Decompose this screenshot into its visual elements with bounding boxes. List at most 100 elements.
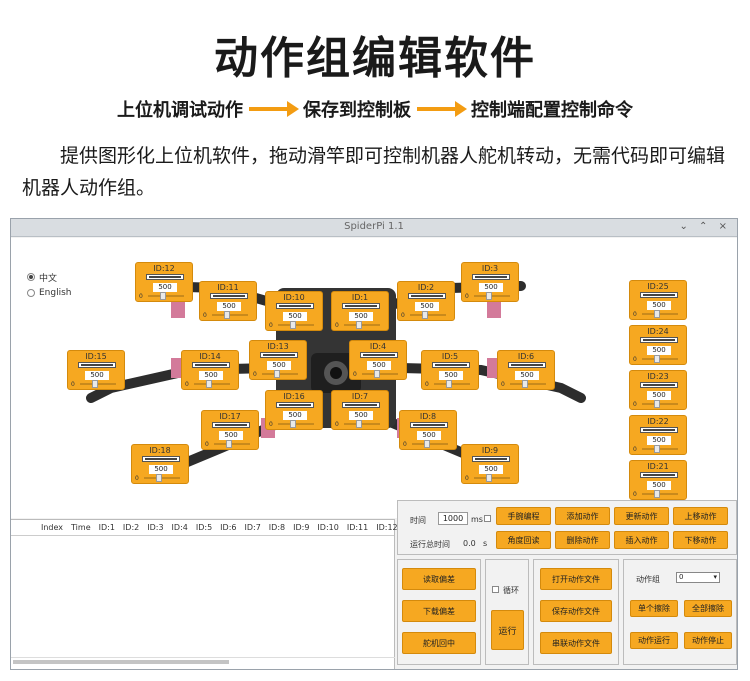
servo-slider-handle[interactable] [422,311,428,319]
servo-slider-track[interactable] [642,313,678,315]
scrollbar-thumb[interactable] [13,660,229,664]
servo-slider-handle[interactable] [522,380,528,388]
servo-slider-track[interactable] [214,443,250,445]
servo-slider-handle[interactable] [356,321,362,329]
servo-value-input[interactable]: 500 [219,431,243,440]
chain-action-file-button[interactable]: 串联动作文件 [540,632,612,654]
servo-slider-handle[interactable] [156,474,162,482]
radio-icon[interactable] [27,289,35,297]
servo-slider-handle[interactable] [654,355,660,363]
servo-slider-handle[interactable] [486,474,492,482]
servo-value-input[interactable]: 500 [479,283,503,292]
servo-value-input[interactable]: 500 [267,361,291,370]
move-up-button[interactable]: 上移动作 [673,507,728,525]
servo-value-input[interactable]: 500 [515,371,539,380]
time-checkbox[interactable] [484,515,491,522]
servo-slider-track[interactable] [434,383,470,385]
read-deviation-button[interactable]: 读取偏差 [402,568,476,590]
move-down-button[interactable]: 下移动作 [673,531,728,549]
servo-value-input[interactable]: 500 [153,283,177,292]
servo-value-input[interactable]: 500 [647,481,671,490]
servo-value-input[interactable]: 500 [149,465,173,474]
servo-value-input[interactable]: 500 [367,361,391,370]
servo-value-input[interactable]: 500 [283,312,307,321]
servo-slider-handle[interactable] [206,380,212,388]
servo-slider-track[interactable] [410,314,446,316]
action-group-select[interactable]: 0 [676,572,720,583]
servo-slider-track[interactable] [642,493,678,495]
servo-slider-handle[interactable] [92,380,98,388]
run-button[interactable]: 运行 [491,610,524,650]
horizontal-scrollbar[interactable] [11,657,395,665]
servo-slider-handle[interactable] [374,370,380,378]
delete-action-button[interactable]: 删除动作 [555,531,610,549]
save-action-file-button[interactable]: 保存动作文件 [540,600,612,622]
servo-slider-track[interactable] [510,383,546,385]
servo-slider-track[interactable] [362,373,398,375]
servo-slider-handle[interactable] [654,310,660,318]
servo-slider-handle[interactable] [446,380,452,388]
servo-slider-track[interactable] [278,423,314,425]
servo-slider-handle[interactable] [290,420,296,428]
servo-value-input[interactable]: 500 [647,346,671,355]
servo-slider-track[interactable] [474,295,510,297]
servo-value-input[interactable]: 500 [647,301,671,310]
servo-slider-handle[interactable] [290,321,296,329]
servo-slider-track[interactable] [262,373,298,375]
action-stop-button[interactable]: 动作停止 [684,632,732,649]
servo-value-input[interactable]: 500 [479,465,503,474]
servo-slider-track[interactable] [344,324,380,326]
servo-slider-handle[interactable] [424,440,430,448]
servo-slider-handle[interactable] [226,440,232,448]
servo-value-input[interactable]: 500 [349,411,373,420]
servo-value-input[interactable]: 500 [283,411,307,420]
lang-en-option[interactable]: English [27,285,72,301]
open-action-file-button[interactable]: 打开动作文件 [540,568,612,590]
servo-slider-handle[interactable] [274,370,280,378]
radio-icon[interactable] [27,273,35,281]
servo-slider-handle[interactable] [654,445,660,453]
erase-all-button[interactable]: 全部擦除 [684,600,732,617]
servo-slider-track[interactable] [642,358,678,360]
erase-single-button[interactable]: 单个擦除 [630,600,678,617]
servo-value-input[interactable]: 500 [417,431,441,440]
servo-slider-track[interactable] [412,443,448,445]
servo-slider-track[interactable] [642,403,678,405]
servo-value-input[interactable]: 500 [415,302,439,311]
servo-slider-track[interactable] [80,383,116,385]
servo-slider-handle[interactable] [654,400,660,408]
servo-value-input[interactable]: 500 [217,302,241,311]
angle-readback-button[interactable]: 角度回读 [496,531,551,549]
add-action-button[interactable]: 添加动作 [555,507,610,525]
servo-center-button[interactable]: 舵机回中 [402,632,476,654]
servo-slider-track[interactable] [144,477,180,479]
servo-value-input[interactable]: 500 [647,391,671,400]
download-deviation-button[interactable]: 下载偏差 [402,600,476,622]
servo-slider-track[interactable] [212,314,248,316]
servo-slider-handle[interactable] [486,292,492,300]
insert-action-button[interactable]: 插入动作 [614,531,669,549]
servo-slider-handle[interactable] [160,292,166,300]
servo-slider-handle[interactable] [654,490,660,498]
servo-value-input[interactable]: 500 [647,436,671,445]
servo-value-input[interactable]: 500 [199,371,223,380]
servo-slider-track[interactable] [344,423,380,425]
servo-slider-handle[interactable] [356,420,362,428]
